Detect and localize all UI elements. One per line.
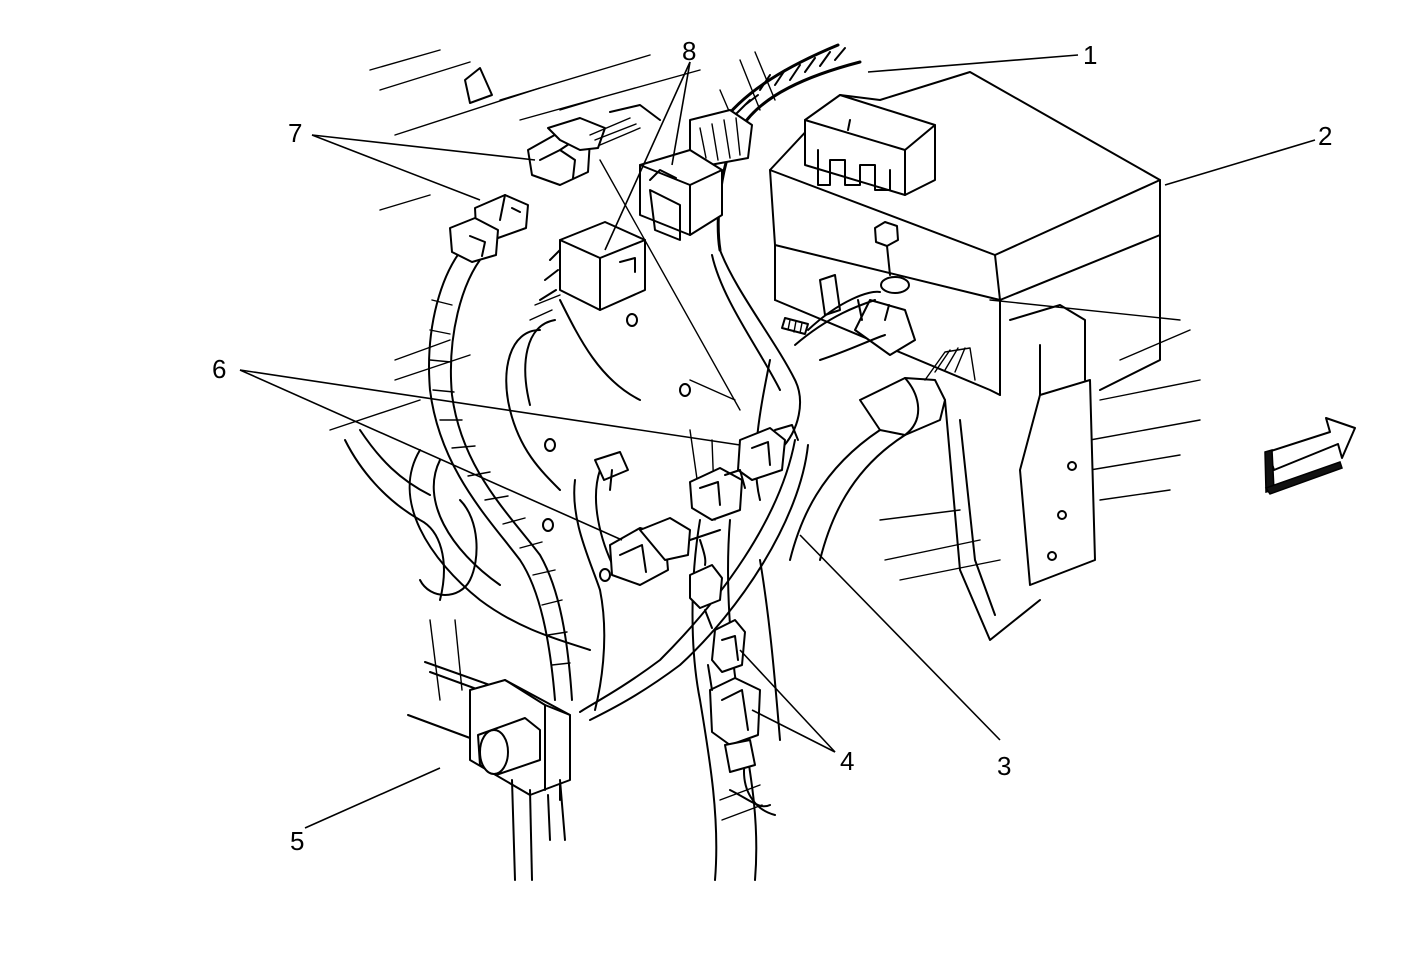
leader-3 <box>799 534 1001 741</box>
callout-6: 6 <box>212 354 226 384</box>
main-harness-conduit <box>689 43 862 252</box>
leader-7a <box>311 134 536 161</box>
callout-8: 8 <box>682 36 696 66</box>
front-direction-arrow-icon <box>1264 417 1356 495</box>
leader-4b <box>751 709 836 753</box>
radiator-support-pin <box>407 661 571 881</box>
leader-8a <box>604 61 691 251</box>
leader-8b <box>671 61 691 166</box>
background-hatching <box>329 49 1201 701</box>
connector-group-middle <box>609 424 799 773</box>
harness-routing <box>344 239 886 881</box>
leader-5 <box>304 767 441 829</box>
callout-4: 4 <box>840 746 854 776</box>
leader-7b <box>311 134 481 201</box>
battery-cable-clamp <box>789 347 976 561</box>
callout-5: 5 <box>290 826 304 856</box>
leader-4a <box>739 649 836 753</box>
leader-6a <box>239 369 741 446</box>
callout-3: 3 <box>997 751 1011 781</box>
mounting-bracket <box>944 379 1096 641</box>
callout-1: 1 <box>1083 40 1097 70</box>
leader-2 <box>1164 139 1316 186</box>
connector-group-upper <box>449 104 723 582</box>
leader-1 <box>867 54 1079 73</box>
underhood-fuse-box <box>769 71 1161 421</box>
callout-labels: 1 2 3 4 5 6 7 8 <box>212 36 1332 856</box>
leader-6b <box>239 369 623 541</box>
callout-2: 2 <box>1318 121 1332 151</box>
leader-lines <box>239 54 1316 829</box>
fastener-marker <box>464 67 493 104</box>
ground-stud-assembly <box>781 221 916 356</box>
callout-7: 7 <box>288 118 302 148</box>
